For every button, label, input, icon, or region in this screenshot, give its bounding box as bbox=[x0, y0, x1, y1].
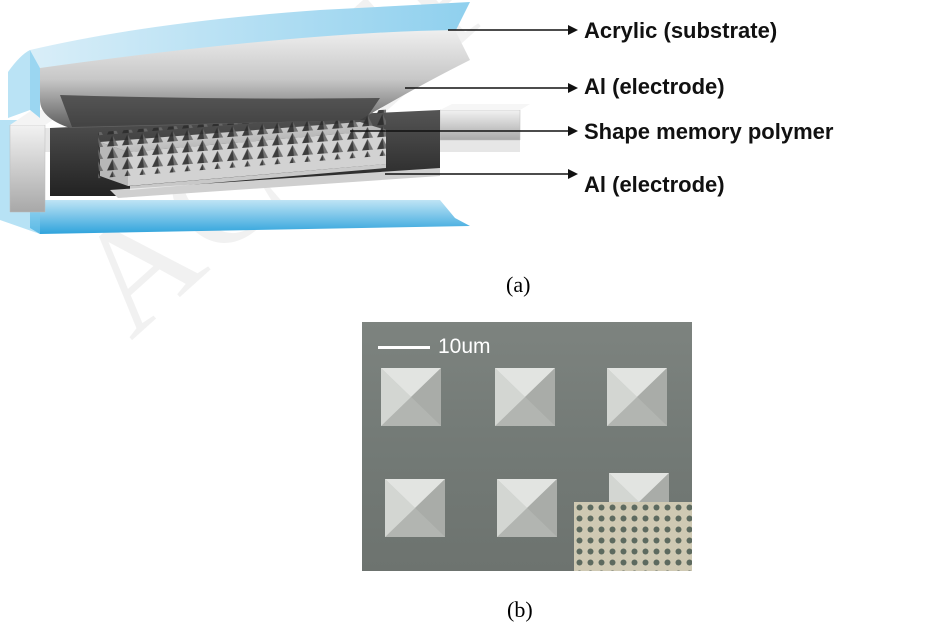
caption-b: (b) bbox=[507, 597, 533, 622]
caption-a: (a) bbox=[506, 272, 531, 297]
scale-bar bbox=[378, 346, 430, 349]
label-shape-memory-polymer: Shape memory polymer bbox=[584, 119, 834, 144]
micro-pyramid bbox=[607, 368, 667, 426]
micro-pyramid bbox=[497, 479, 557, 537]
array-overview-inset bbox=[574, 502, 692, 571]
micro-pyramid bbox=[381, 368, 441, 426]
scale-bar-label: 10um bbox=[438, 335, 491, 358]
label-acrylic-substrate: Acrylic (substrate) bbox=[584, 18, 778, 43]
sem-micrograph: 10um bbox=[362, 322, 692, 571]
device-schematic bbox=[0, 2, 578, 234]
micro-pyramid bbox=[495, 368, 555, 426]
micro-pyramid bbox=[385, 479, 445, 537]
label-bottom-electrode: Al (electrode) bbox=[584, 172, 725, 197]
label-top-electrode: Al (electrode) bbox=[584, 74, 725, 99]
